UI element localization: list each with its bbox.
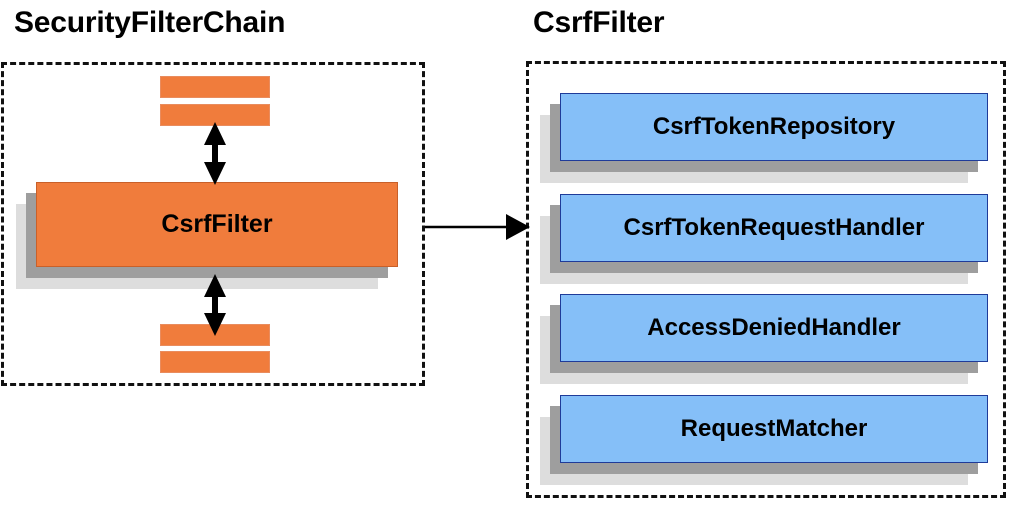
component-box-face: AccessDeniedHandler: [560, 294, 988, 362]
filter-bar-top-2: [160, 104, 270, 126]
component-box-label: CsrfTokenRepository: [652, 113, 896, 140]
left-panel-title: SecurityFilterChain: [14, 6, 286, 39]
component-box-face: CsrfTokenRequestHandler: [560, 194, 988, 262]
component-box-request-matcher[interactable]: RequestMatcher: [540, 395, 988, 485]
csrffilter-to-components-arrow-icon: [425, 214, 530, 240]
component-box-label: CsrfTokenRequestHandler: [623, 214, 925, 241]
csrf-filter-box-face: CsrfFilter: [36, 182, 398, 267]
filter-bar-bottom-2: [160, 351, 270, 373]
security-filter-chain-container: [1, 62, 425, 386]
component-box-csrf-token-request-handler[interactable]: CsrfTokenRequestHandler: [540, 194, 988, 284]
component-box-csrf-token-repository[interactable]: CsrfTokenRepository: [540, 93, 988, 183]
component-box-face: RequestMatcher: [560, 395, 988, 463]
filter-bar-bottom-1: [160, 324, 270, 346]
filter-bar-top-1: [160, 76, 270, 98]
component-box-label: AccessDeniedHandler: [647, 314, 901, 341]
component-box-label: RequestMatcher: [680, 415, 868, 442]
component-box-access-denied-handler[interactable]: AccessDeniedHandler: [540, 294, 988, 384]
right-panel-title: CsrfFilter: [533, 6, 665, 39]
csrf-filter-box-label: CsrfFilter: [161, 210, 273, 238]
csrf-filter-box[interactable]: CsrfFilter: [16, 182, 398, 289]
csrf-filter-components-container: [526, 61, 1006, 498]
component-box-face: CsrfTokenRepository: [560, 93, 988, 161]
